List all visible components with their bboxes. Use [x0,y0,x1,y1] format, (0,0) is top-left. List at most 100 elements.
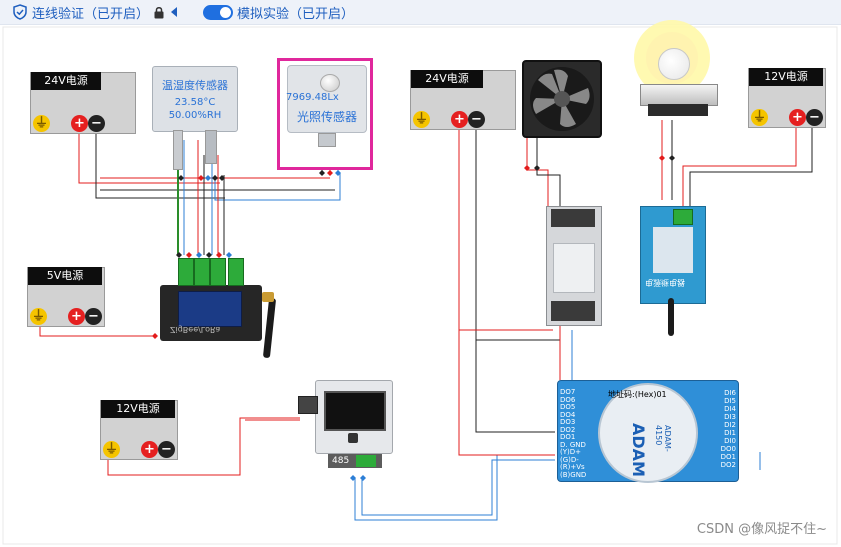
negative-terminal-icon[interactable]: − [806,109,823,126]
adam-display: 地址码:(Hex)01 ADAM ADAM-4150 [598,383,698,483]
lamp-base [640,84,718,106]
positive-terminal-icon[interactable]: + [141,441,158,458]
pin-label: DI6 [724,389,736,397]
fan-icon [530,67,594,131]
gateway-screen [324,391,386,431]
gateway-button[interactable] [348,433,358,443]
positive-terminal-icon[interactable]: + [71,115,88,132]
positive-terminal-icon[interactable]: + [789,109,806,126]
adam-model: ADAM-4150 [654,425,672,452]
rj45-port-icon [298,396,318,414]
fan[interactable] [522,60,602,138]
psu-12v-bottom[interactable]: 12V电源 ⏚ + − [100,400,178,460]
adam-brand: ADAM [629,423,648,477]
sim-experiment-label: 模拟实验（已开启） [237,6,355,22]
pin-label: D. GND [560,440,586,449]
negative-terminal-icon[interactable]: − [88,115,105,132]
pin-label: DI0 [724,437,736,445]
gateway[interactable] [315,380,393,454]
pin-label: DO7 [560,388,576,396]
module-label: ZigBee/LoRa [170,325,221,334]
gateway-port-strip: 485 [328,454,382,468]
psu-12v-right[interactable]: 12V电源 ⏚ + − [748,68,826,128]
temperature-reading: 23.58°C [174,97,216,108]
ground-terminal-icon[interactable]: ⏚ [751,109,768,126]
shield-check-icon [13,4,27,20]
relay-bottom [551,301,595,321]
ground-terminal-icon[interactable]: ⏚ [413,111,430,128]
sensor-probe [205,130,217,164]
pin-label: DO2 [720,461,736,469]
positive-terminal-icon[interactable]: + [451,111,468,128]
port-terminal [356,455,376,467]
adam-right-pins: DI6 DI5 DI4 DI3 DI2 DI1 DI0 DO0 DO1 DO2 [708,389,736,469]
pin-label: DO4 [560,410,576,419]
pin-label: DI5 [724,397,736,405]
light-sensor-body: 7969.48Lx 光照传感器 [286,65,367,133]
lamp-base-bottom [648,104,708,116]
sim-experiment-toggle[interactable] [203,4,234,20]
relay[interactable] [546,206,602,326]
relay-module-label: 电源继电器 [645,278,685,287]
pin-label: DO3 [560,418,576,426]
negative-terminal-icon[interactable]: − [158,441,175,458]
relay-module[interactable]: 电源继电器 [640,206,706,304]
antenna-icon [668,298,674,336]
ground-terminal-icon[interactable]: ⏚ [33,115,50,132]
lora-module[interactable]: ZigBee/LoRa [160,285,262,341]
link-check-label: 连线验证（已开启） [32,6,150,22]
psu-5v[interactable]: 5V电源 ⏚ + − [27,267,105,327]
positive-terminal-icon[interactable]: + [68,308,85,325]
pin-label: (R)+Vs [560,463,585,471]
port-label: 485 [332,456,350,466]
pin-label: DO5 [560,403,576,411]
module-board [178,291,242,327]
sensor-title: 温湿度传感器 [162,79,228,92]
terminal-blocks [178,258,244,288]
psu-24v-mid[interactable]: 24V电源 ⏚ + − [410,70,516,130]
adam-left-pins: DO7 DO6 DO5 DO4 DO3 DO2 DO1 D. GND (Y)D+… [560,388,600,479]
antenna-base-icon [262,292,274,302]
watermark: CSDN @像风捉不住~ [696,522,827,537]
relay-window [553,243,595,293]
light-reading: 7969.48Lx [286,92,339,103]
temp-humidity-sensor[interactable]: 温湿度传感器 23.58°C 50.00%RH [152,66,238,132]
light-dome [320,74,340,92]
psu-label: 24V电源 [411,70,483,88]
pin-label: DI1 [724,429,736,437]
sensor-probe [173,130,183,170]
sim-experiment-control[interactable]: 模拟实验（已开启） [203,3,354,22]
triangle-left-icon[interactable] [169,6,179,18]
lock-icon[interactable] [153,6,165,19]
bulb-icon [658,48,690,80]
link-check-control[interactable]: 连线验证（已开启） [12,3,179,22]
adam-address: 地址码:(Hex)01 [608,390,667,399]
pin-label: (G)D- [560,455,579,464]
pin-label: DO2 [560,425,576,434]
pin-label: DO1 [720,453,736,461]
psu-label: 12V电源 [749,68,823,86]
pin-label: DI4 [724,405,736,413]
pin-label: DO6 [560,395,576,404]
psu-label: 5V电源 [28,267,102,285]
negative-terminal-icon[interactable]: − [468,111,485,128]
pin-label: DI2 [724,421,736,429]
pin-label: (B)GND [560,470,587,479]
light-sensor-connector [318,133,336,147]
psu-label: 24V电源 [31,72,101,90]
negative-terminal-icon[interactable]: − [85,308,102,325]
adam-module[interactable]: 地址码:(Hex)01 ADAM ADAM-4150 DO7 DO6 DO5 D… [557,380,739,483]
relay-module-board [653,227,693,273]
pin-label: DO1 [560,433,576,441]
lamp[interactable] [640,34,718,120]
ground-terminal-icon[interactable]: ⏚ [30,308,47,325]
light-sensor[interactable]: 7969.48Lx 光照传感器 [277,58,373,170]
relay-module-green [673,209,693,225]
toolbar: 连线验证（已开启） 模拟实验（已开启） [0,0,841,25]
psu-24v-left[interactable]: 24V电源 ⏚ + − [30,72,136,134]
pin-label: (Y)D+ [560,448,581,456]
ground-terminal-icon[interactable]: ⏚ [103,441,120,458]
relay-top [551,209,595,227]
pin-label: DI3 [724,413,736,421]
psu-label: 12V电源 [101,400,175,418]
